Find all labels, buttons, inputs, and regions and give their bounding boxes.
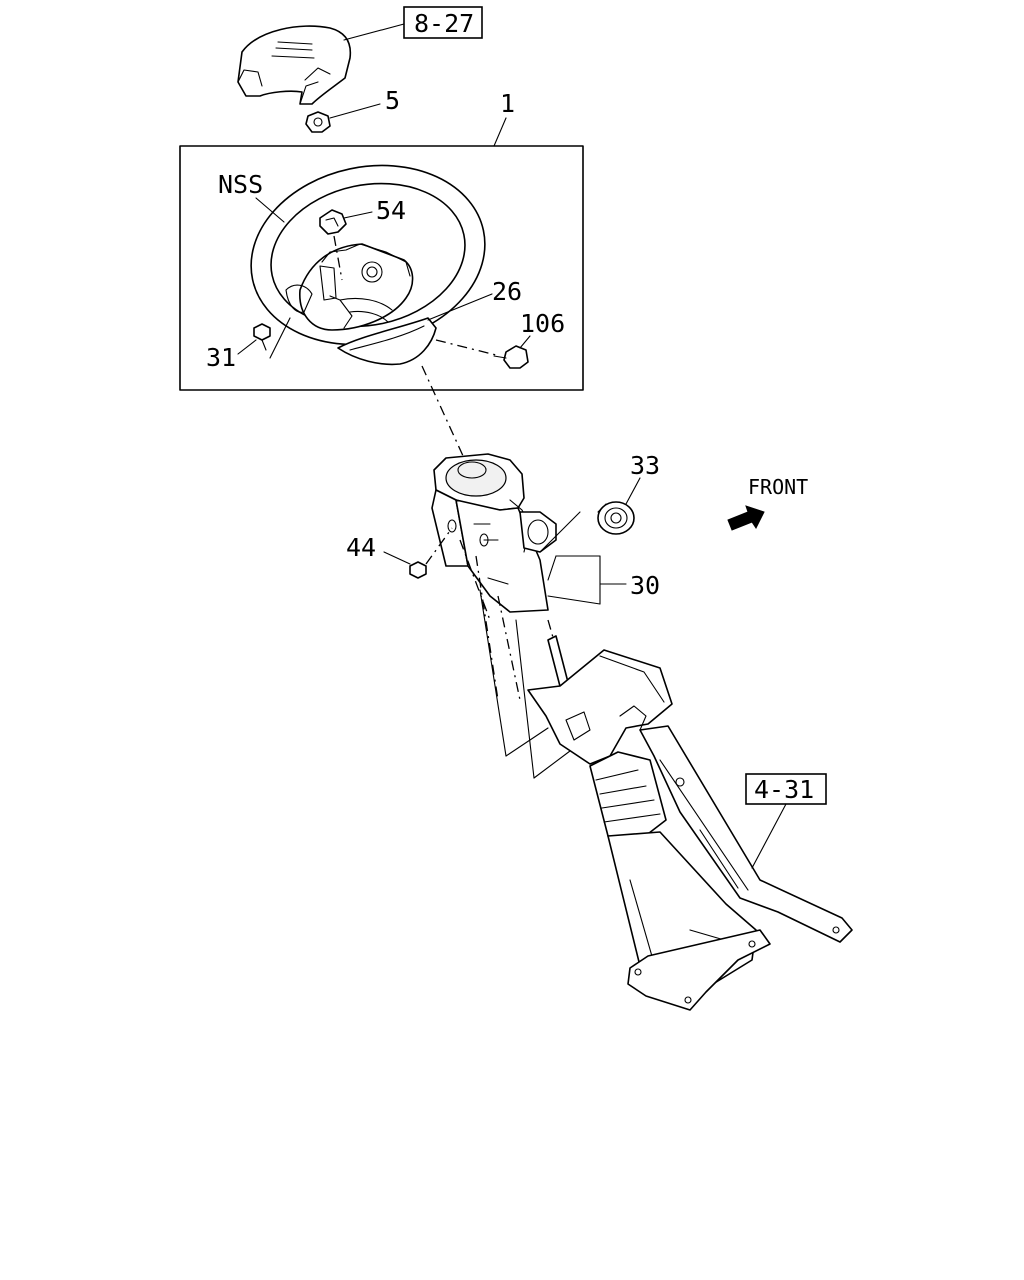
svg-text:FRONT: FRONT (748, 475, 808, 499)
svg-text:8-27: 8-27 (414, 9, 474, 38)
front-arrow-icon (727, 505, 765, 531)
horn-pad-cover (237, 25, 352, 105)
callout-31[interactable]: 31 (206, 339, 257, 372)
callout-106[interactable]: 106 (519, 309, 565, 349)
svg-text:33: 33 (630, 451, 660, 480)
grommet-33 (597, 501, 635, 535)
switch-54 (319, 209, 347, 281)
column-cover-lower-projection (539, 511, 601, 605)
callout-8-27[interactable]: 8-27 (343, 6, 483, 41)
svg-text:44: 44 (346, 533, 376, 562)
svg-text:5: 5 (385, 86, 400, 115)
svg-text:NSS: NSS (218, 170, 263, 199)
screw-106 (435, 339, 529, 369)
column-cover-upper (431, 453, 557, 613)
nut-5 (305, 111, 331, 133)
svg-text:31: 31 (206, 343, 236, 372)
svg-text:106: 106 (520, 309, 565, 338)
steering-wheel-assembly-box (179, 145, 584, 391)
steering-column (527, 635, 853, 1011)
callout-30[interactable]: 30 (599, 571, 660, 600)
callout-nss[interactable]: NSS (218, 170, 285, 223)
front-indicator: FRONT (727, 475, 808, 531)
svg-text:54: 54 (376, 196, 406, 225)
callout-33[interactable]: 33 (625, 451, 660, 505)
svg-text:30: 30 (630, 571, 660, 600)
screw-44 (409, 527, 453, 579)
svg-text:1: 1 (500, 89, 515, 118)
svg-text:4-31: 4-31 (754, 775, 814, 804)
callout-5[interactable]: 5 (329, 86, 400, 119)
callout-4-31[interactable]: 4-31 (745, 773, 827, 869)
steering-wheel (250, 164, 486, 366)
callout-44[interactable]: 44 (346, 533, 411, 565)
callout-26[interactable]: 26 (427, 277, 522, 321)
bolt-31 (253, 317, 291, 359)
svg-text:26: 26 (492, 277, 522, 306)
callout-1[interactable]: 1 (493, 89, 515, 147)
callout-54[interactable]: 54 (343, 196, 406, 225)
